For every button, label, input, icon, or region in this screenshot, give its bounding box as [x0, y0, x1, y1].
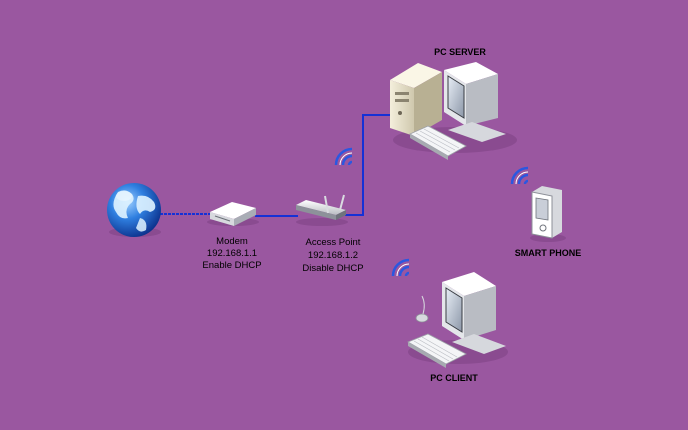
modem-label-line: Modem	[216, 236, 248, 247]
access-point-label: Access Point 192.168.1.2 Disable DHCP	[302, 237, 363, 274]
link-ap-server	[345, 114, 392, 216]
modem-icon	[207, 202, 259, 226]
wifi-icon	[391, 258, 410, 277]
access-point-label-line: Disable DHCP	[302, 263, 363, 274]
network-links	[160, 114, 392, 217]
access-point-label-line: 192.168.1.2	[308, 250, 358, 261]
modem-label-line: Enable DHCP	[202, 260, 261, 271]
smartphone-icon	[530, 186, 566, 242]
smart-phone-label: SMART PHONE	[515, 248, 582, 258]
globe-icon	[107, 183, 161, 237]
access-point-icon	[296, 194, 348, 226]
modem-label-line: 192.168.1.1	[207, 248, 257, 259]
pc-server-label: PC SERVER	[434, 47, 486, 57]
access-point-label-line: Access Point	[306, 237, 361, 248]
modem-label: Modem 192.168.1.1 Enable DHCP	[202, 236, 261, 271]
wifi-icon	[510, 166, 529, 185]
desktop-computer-icon	[407, 272, 508, 368]
pc-client-label: PC CLIENT	[430, 373, 478, 383]
desktop-server-icon	[390, 62, 517, 160]
wifi-icon	[334, 147, 353, 166]
